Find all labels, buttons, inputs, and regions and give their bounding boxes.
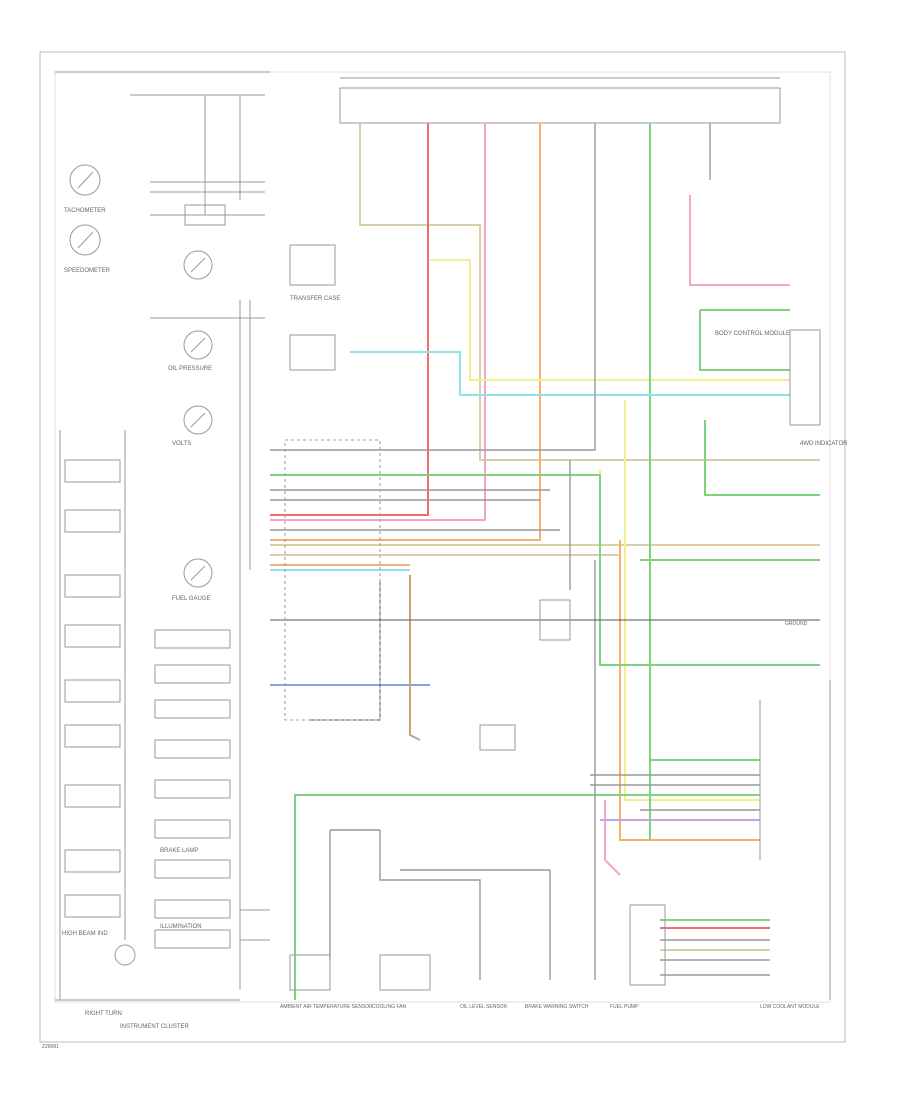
4wd-indicator-label: 4WD INDICATOR bbox=[800, 441, 848, 447]
wire-tan bbox=[270, 123, 820, 556]
transfer-case-module bbox=[289, 244, 336, 286]
diagram-border bbox=[39, 51, 846, 1043]
top-fuse-block bbox=[339, 77, 781, 124]
oil-level-sensor-label: OIL LEVEL SENSOR bbox=[460, 1004, 508, 1010]
brake-lamp-label: BRAKE LAMP bbox=[160, 848, 198, 854]
bcm-connector bbox=[789, 329, 821, 426]
brake-warning-switch-label: BRAKE WARNING SWITCH bbox=[525, 1004, 589, 1010]
instrument-cluster bbox=[55, 71, 270, 1001]
wire-gray bbox=[270, 123, 770, 980]
oil-pressure-label: OIL PRESSURE bbox=[168, 366, 212, 372]
cooling-fan-box bbox=[379, 954, 431, 991]
instrument-cluster-label: INSTRUMENT CLUSTER bbox=[120, 1024, 190, 1030]
pcm-connector bbox=[289, 334, 336, 371]
sensor-box bbox=[539, 599, 571, 641]
tachometer-label: TACHOMETER bbox=[64, 208, 106, 214]
relay-box bbox=[479, 724, 516, 751]
wire-pink bbox=[270, 123, 790, 876]
wire-black bbox=[270, 580, 820, 721]
wire-orange bbox=[270, 123, 760, 841]
diagram-inner-border bbox=[54, 71, 831, 1003]
speedometer-label: SPEEDOMETER bbox=[64, 268, 111, 274]
high-beam-ind-label: HIGH BEAM IND bbox=[62, 931, 108, 937]
fuel-pump-box bbox=[629, 904, 666, 986]
components bbox=[284, 244, 831, 1000]
ground-label: GROUND bbox=[785, 621, 808, 627]
illumination-label: ILLUMINATION bbox=[160, 924, 202, 930]
low-coolant-module-label: LOW COOLANT MODULE bbox=[760, 1004, 820, 1010]
body-control-module-label: BODY CONTROL MODULE bbox=[715, 331, 790, 337]
fuel-pump-label: FUEL PUMP bbox=[610, 1004, 639, 1010]
transfer-case-label: TRANSFER CASE bbox=[290, 296, 340, 302]
right-turn-label: RIGHT TURN bbox=[85, 1011, 122, 1017]
fuel-gauge-label: FUEL GAUGE bbox=[172, 596, 210, 602]
ambient-air-temp-sensor-label: AMBIENT AIR TEMPERATURE SENSOR bbox=[280, 1004, 373, 1010]
ambient-sensor-box bbox=[289, 954, 331, 991]
wire-green bbox=[270, 123, 820, 1000]
wire-brown bbox=[409, 575, 421, 741]
footer-code: Z28681 bbox=[42, 1044, 59, 1050]
wire-cyan bbox=[270, 351, 790, 571]
pcm-module bbox=[284, 439, 381, 721]
cooling-fan-label: COOLING FAN bbox=[372, 1004, 407, 1010]
volts-label: VOLTS bbox=[172, 441, 191, 447]
wire-red bbox=[270, 123, 429, 516]
